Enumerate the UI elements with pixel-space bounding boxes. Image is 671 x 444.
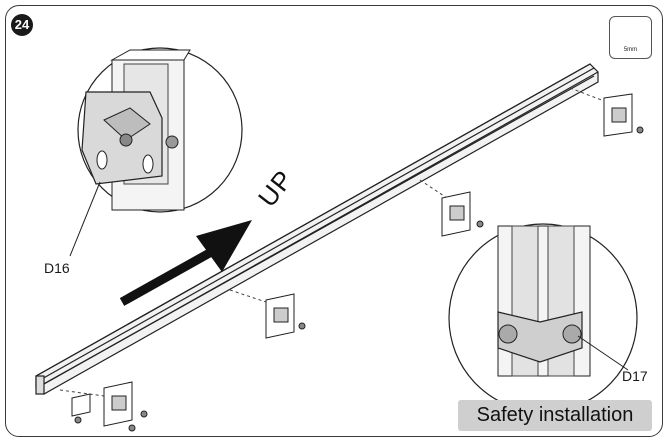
- bracket: [71, 381, 148, 432]
- tool-size-label: 5mm: [623, 47, 638, 53]
- bracket: [603, 93, 644, 137]
- step-number-badge: 24: [11, 14, 33, 36]
- caption-box: Safety installation: [458, 400, 652, 431]
- step-panel: [5, 5, 663, 437]
- callout-label-d16: D16: [44, 260, 70, 276]
- bracket: [265, 293, 306, 339]
- detail-circle-d16: [69, 47, 243, 257]
- callout-label-d17: D17: [622, 368, 648, 384]
- bracket: [441, 191, 484, 237]
- direction-arrow: [119, 220, 252, 306]
- rail-bar: [35, 63, 599, 395]
- detail-circle-d17: [448, 223, 638, 413]
- tool-indicator: 5mm: [609, 16, 652, 59]
